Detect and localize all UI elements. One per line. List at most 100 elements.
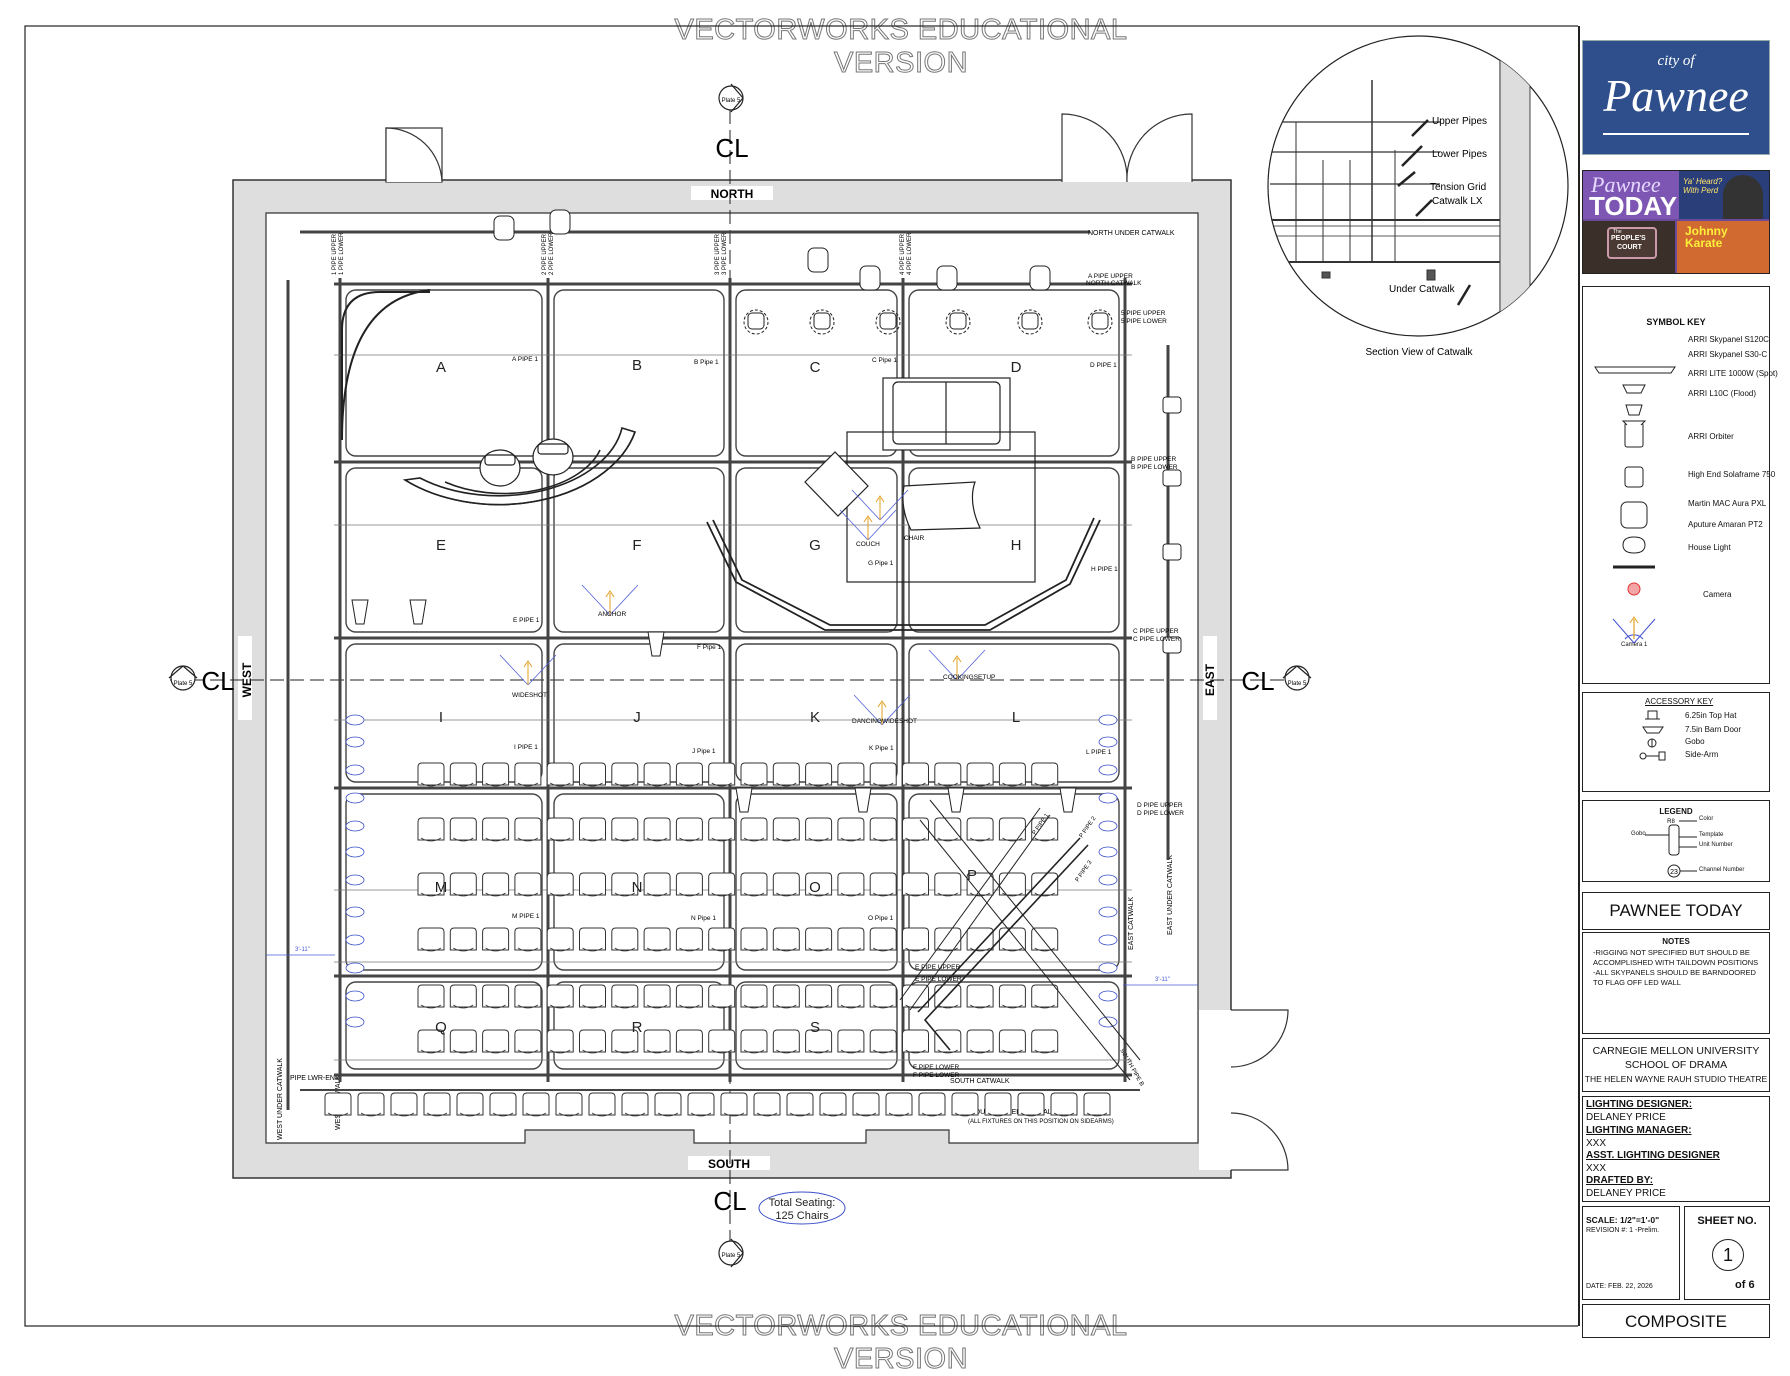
seat [514, 927, 542, 952]
key-house-light: House Light [1688, 543, 1731, 552]
seat [675, 927, 703, 952]
position-marker-right [1098, 792, 1118, 804]
seat [482, 1029, 510, 1054]
fixture-orbiter [1162, 469, 1182, 487]
fixture-solaframe [936, 265, 958, 291]
dim-west: 3'-11" [295, 947, 310, 953]
grid-cell [908, 289, 1120, 457]
catwalk-south-label: SOUTH CATWALK [950, 1078, 1010, 1085]
position-marker-right [1098, 906, 1118, 918]
city-logo: city of Pawnee [1582, 40, 1770, 155]
couch-set [804, 377, 1036, 583]
seat [772, 762, 800, 787]
seat [934, 927, 962, 952]
seat [482, 927, 510, 952]
position-marker-right [1098, 736, 1118, 748]
seat [837, 872, 865, 897]
key-camera: Camera [1703, 590, 1732, 599]
pipe-e-lower: E PIPE LOWER [915, 976, 962, 983]
seat [837, 1029, 865, 1054]
seat [1031, 1029, 1059, 1054]
doors [385, 113, 1289, 1171]
plate-ref-right: Plate 5 [1288, 681, 1307, 687]
seat [934, 872, 962, 897]
seat [643, 872, 671, 897]
seat [611, 927, 639, 952]
position-marker-left [345, 736, 365, 748]
cl-left: CL [201, 666, 234, 696]
pipe-5-upper: 5 PIPE UPPER [1121, 310, 1166, 317]
plate-ref-top: Plate 5 [722, 98, 741, 104]
seating-total-line2: 125 Chairs [775, 1210, 829, 1222]
area-label-r: R [632, 1019, 643, 1036]
seat [449, 927, 477, 952]
sheet-label: SHEET NO. [1697, 1215, 1757, 1227]
camera [581, 584, 639, 616]
anchor-chairs [479, 438, 574, 487]
seat [805, 984, 833, 1009]
show-title: PAWNEE TODAY [1582, 892, 1770, 930]
area-label-p: P [967, 867, 977, 884]
seat [772, 817, 800, 842]
seat [546, 1029, 574, 1054]
legend-channel-number: Channel Number [1699, 867, 1745, 873]
grid-cell [735, 981, 898, 1070]
catwalk-east-label: EAST UNDER CATWALK [1167, 855, 1174, 935]
fixture-lite [351, 599, 369, 625]
pipe-label-d: D PIPE 1 [1090, 362, 1117, 369]
seat [902, 1029, 929, 1054]
legend-diagram: 23 R8 [1645, 819, 1697, 878]
seat [998, 1029, 1026, 1054]
seat [449, 1029, 477, 1054]
seat [643, 984, 671, 1009]
seat [819, 1092, 847, 1117]
grid-cell [345, 467, 543, 633]
area-label-c: C [810, 359, 821, 376]
seat [740, 927, 768, 952]
seat [611, 1029, 639, 1054]
seat [449, 817, 477, 842]
fixture-lite [1059, 787, 1077, 813]
fixture-aura-body [813, 312, 831, 330]
grid-cell [735, 467, 898, 633]
fixture-aura [1017, 309, 1043, 335]
seat [579, 762, 606, 787]
seat [482, 817, 510, 842]
seat [324, 1092, 352, 1117]
legend-color: Color [1699, 816, 1714, 822]
seat [708, 984, 736, 1009]
legend-gobo: Gobo [1631, 831, 1646, 837]
seat [611, 872, 639, 897]
grid-cell [553, 643, 725, 783]
camera [853, 694, 911, 726]
seat [546, 762, 574, 787]
seat [449, 872, 477, 897]
seat [805, 762, 833, 787]
position-marker-left [345, 874, 365, 886]
seat [449, 984, 477, 1009]
seat [522, 1092, 550, 1117]
compass-north: NORTH [711, 187, 754, 201]
seat [643, 817, 671, 842]
seat [966, 762, 994, 787]
grid-cell [908, 981, 1120, 1070]
position-marker-right [1098, 764, 1118, 776]
diagonal-structure [899, 799, 1141, 1081]
seat [869, 872, 897, 897]
pipe-label-e: E PIPE 1 [513, 617, 540, 624]
drawing-sheet: VECTORWORKS EDUCATIONAL VERSION VECTORWO… [24, 14, 1778, 1376]
pipe-f-lower: F PIPE LOWER [913, 1064, 960, 1071]
seat [514, 762, 542, 787]
key-amaran: Aputure Amaran PT2 [1688, 520, 1763, 529]
pipe-1-upper: 1 PIPE UPPER [332, 233, 338, 275]
seat [579, 927, 606, 952]
position-marker-left [345, 1016, 365, 1028]
fixture-aura [743, 309, 769, 335]
seat [482, 872, 510, 897]
section-lower-pipes: Lower Pipes [1432, 149, 1487, 160]
area-label-m: M [435, 879, 448, 896]
seat [514, 984, 542, 1009]
pipe-b-lower: B PIPE LOWER [1131, 464, 1178, 471]
cl-top: CL [715, 133, 748, 163]
